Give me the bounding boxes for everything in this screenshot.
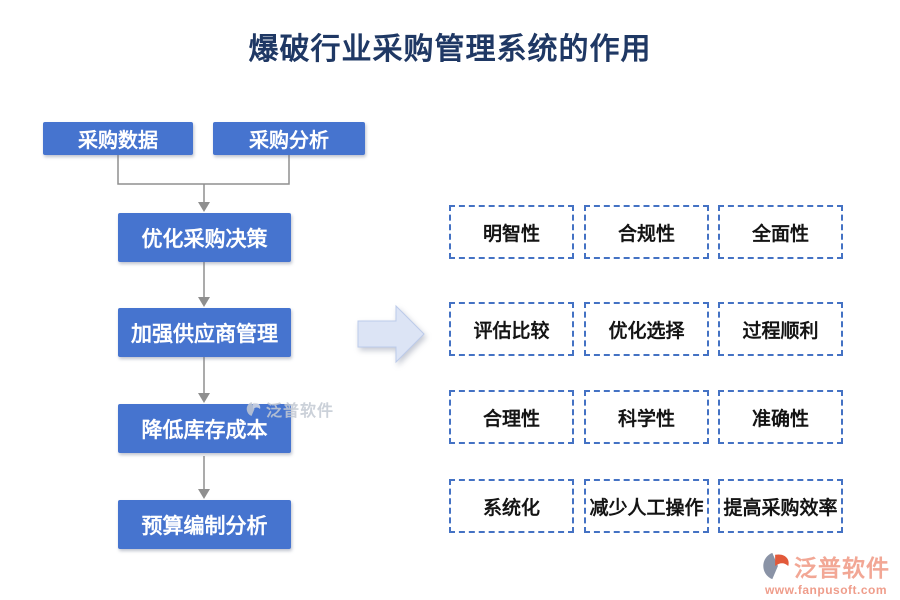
- block-arrow-right-icon: [357, 304, 425, 364]
- benefit-box: 合规性: [584, 205, 709, 259]
- flow-arrowhead-icon: [198, 393, 210, 403]
- flow-box-inventory-cost: 降低库存成本: [118, 404, 291, 453]
- vendor-logo-url: www.fanpusoft.com: [764, 583, 888, 597]
- vendor-logo: 泛普软件 www.fanpusoft.com: [758, 549, 894, 597]
- benefit-box: 优化选择: [584, 302, 709, 356]
- merge-connector-line: [117, 155, 290, 185]
- flow-box-procurement-data: 采购数据: [43, 122, 193, 155]
- flow-box-budget-analysis: 预算编制分析: [118, 500, 291, 549]
- benefit-box: 过程顺利: [718, 302, 843, 356]
- flow-arrowhead-icon: [198, 489, 210, 499]
- flow-box-optimize-decisions: 优化采购决策: [118, 213, 291, 262]
- benefit-box: 提高采购效率: [718, 479, 843, 533]
- benefit-box: 准确性: [718, 390, 843, 444]
- benefit-box: 减少人工操作: [584, 479, 709, 533]
- flow-box-supplier-management: 加强供应商管理: [118, 308, 291, 357]
- benefit-box: 评估比较: [449, 302, 574, 356]
- flow-arrowhead-icon: [198, 297, 210, 307]
- flow-box-procurement-analysis: 采购分析: [213, 122, 365, 155]
- benefit-box: 科学性: [584, 390, 709, 444]
- merge-arrowhead-icon: [198, 202, 210, 212]
- benefit-box: 系统化: [449, 479, 574, 533]
- vendor-logo-icon: [763, 552, 789, 580]
- benefit-box: 合理性: [449, 390, 574, 444]
- benefit-box: 明智性: [449, 205, 574, 259]
- benefit-box: 全面性: [718, 205, 843, 259]
- page-title: 爆破行业采购管理系统的作用: [248, 33, 652, 66]
- vendor-logo-name: 泛普软件: [794, 555, 890, 581]
